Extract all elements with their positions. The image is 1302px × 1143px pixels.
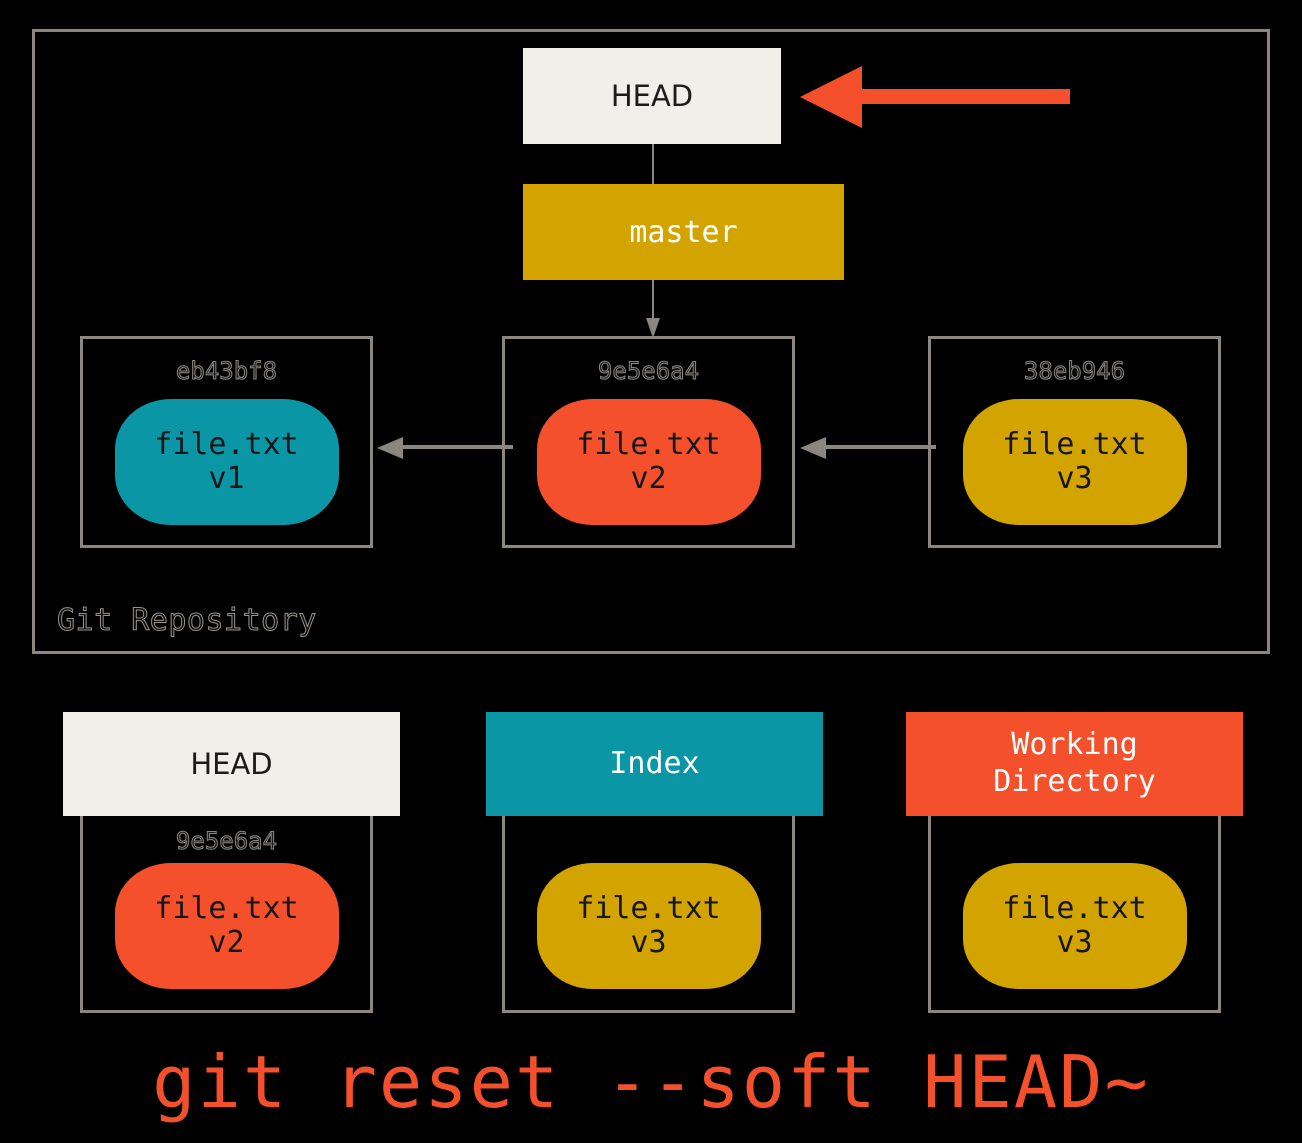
- commit-node: eb43bf8 file.txt v1: [80, 336, 373, 548]
- blob-filename: file.txt: [1002, 426, 1147, 462]
- commit-node: 38eb946 file.txt v3: [928, 336, 1221, 548]
- commit-node: 9e5e6a4 file.txt v2: [502, 336, 795, 548]
- head-pointer-label: HEAD: [610, 79, 694, 113]
- master-branch-label: master: [629, 214, 738, 250]
- connector-head-to-master: [652, 144, 654, 184]
- head-tree-header: HEAD: [63, 712, 400, 816]
- head-tree-title: HEAD: [190, 747, 273, 781]
- blob-node: file.txt v1: [114, 399, 339, 525]
- blob-node: file.txt v2: [114, 863, 339, 989]
- working-directory-tree-body: file.txt v3: [928, 815, 1221, 1013]
- blob-filename: file.txt: [576, 890, 721, 926]
- head-pointer-box: HEAD: [523, 48, 781, 144]
- head-tree-hash: 9e5e6a4: [175, 827, 278, 856]
- master-branch-box: master: [523, 184, 844, 280]
- working-directory-tree-title-line1: Working: [1011, 727, 1138, 763]
- git-repository-label: Git Repository: [57, 603, 317, 638]
- connector-master-to-commit: [646, 280, 660, 338]
- index-tree-title: Index: [609, 745, 700, 781]
- commit-parent-arrow-icon: [377, 434, 513, 462]
- blob-filename: file.txt: [1002, 890, 1147, 926]
- git-repository-container: [32, 29, 1270, 654]
- blob-version: v3: [1056, 461, 1093, 496]
- blob-version: v3: [630, 925, 667, 960]
- blob-node: file.txt v3: [962, 863, 1187, 989]
- blob-version: v2: [630, 461, 667, 496]
- working-directory-tree-title-line2: Directory: [993, 764, 1156, 799]
- blob-node: file.txt v3: [536, 863, 761, 989]
- blob-filename: file.txt: [154, 890, 299, 926]
- git-command-caption: git reset --soft HEAD~: [152, 1040, 1150, 1124]
- blob-node: file.txt v2: [536, 399, 761, 525]
- blob-filename: file.txt: [154, 426, 299, 462]
- head-tree-body: 9e5e6a4 file.txt v2: [80, 815, 373, 1013]
- commit-hash: 38eb946: [1023, 357, 1126, 386]
- blob-version: v2: [208, 925, 245, 960]
- blob-filename: file.txt: [576, 426, 721, 462]
- commit-hash: 9e5e6a4: [597, 357, 700, 386]
- commit-hash: eb43bf8: [175, 357, 278, 386]
- blob-node: file.txt v3: [962, 399, 1187, 525]
- index-tree-header: Index: [486, 712, 823, 816]
- left-arrow-icon: [800, 62, 1070, 132]
- blob-version: v3: [1056, 925, 1093, 960]
- index-tree-body: file.txt v3: [502, 815, 795, 1013]
- blob-version: v1: [208, 461, 245, 496]
- commit-parent-arrow-icon: [800, 434, 936, 462]
